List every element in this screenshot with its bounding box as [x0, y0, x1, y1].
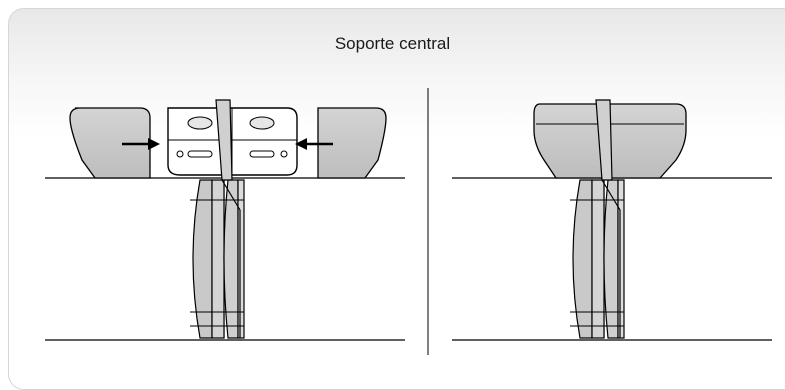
screw — [249, 116, 275, 130]
support-block-right — [317, 107, 387, 179]
arrow-left-icon — [295, 138, 333, 150]
slot — [187, 150, 213, 158]
clamp-ring-left-inner — [211, 179, 225, 339]
arrow-right-icon — [122, 138, 160, 150]
slot — [249, 150, 275, 158]
diagram-title: Soporte central — [334, 34, 451, 53]
diagram-frame — [8, 8, 785, 390]
strap-right — [595, 99, 613, 181]
diagram-illustration — [45, 88, 772, 355]
support-block-left — [69, 107, 151, 179]
clamp-ring-left-outer — [192, 179, 213, 339]
left-scene — [45, 99, 405, 341]
right-scene — [452, 99, 772, 341]
clamp-ring-right-edge — [237, 179, 245, 339]
strap-left — [215, 99, 233, 181]
screw — [187, 116, 213, 130]
clamp-ring-right-outer — [223, 179, 239, 339]
